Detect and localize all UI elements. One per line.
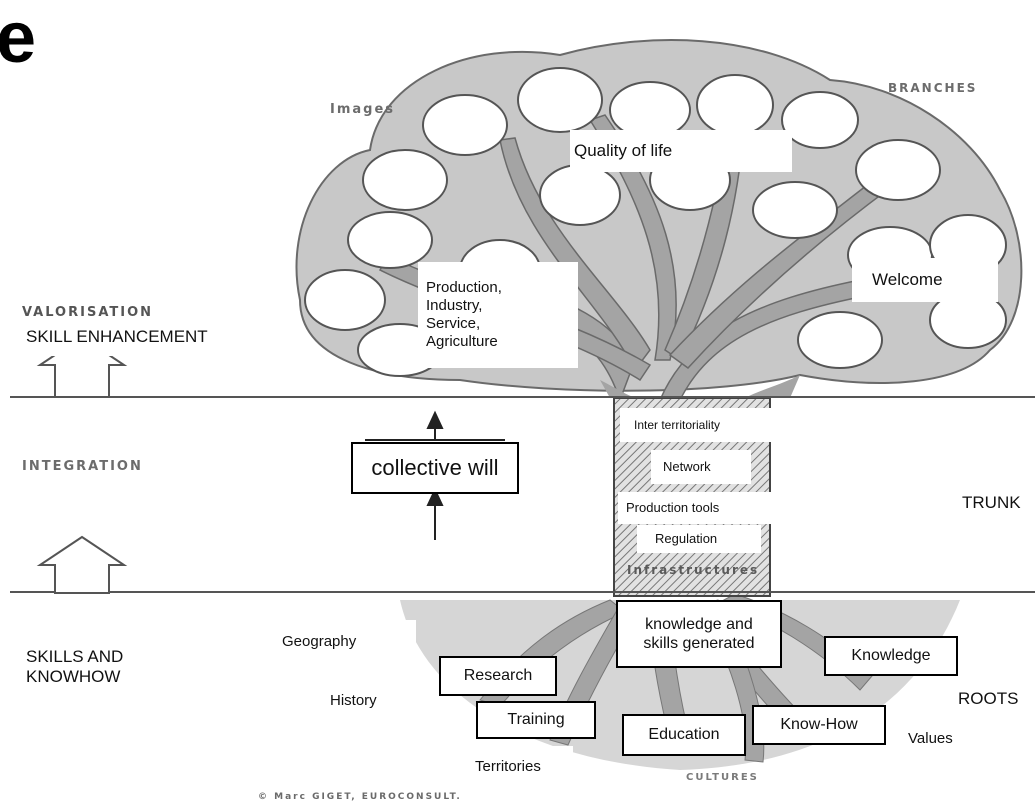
production-tools-label: Production tools (618, 492, 772, 524)
collective-will-arrows (365, 410, 505, 540)
skill-enhancement-label: SKILL ENHANCEMENT (18, 318, 293, 356)
research-label: Research (439, 656, 557, 696)
values-label: Values (890, 720, 976, 758)
education-label: Education (622, 714, 746, 756)
regulation-label: Regulation (637, 525, 761, 553)
branches-scan-label: BRANCHES (888, 81, 977, 95)
geography-label: Geography (262, 620, 416, 664)
production-label: Production, Industry, Service, Agricultu… (418, 262, 578, 368)
up-arrow-icon (36, 535, 128, 594)
welcome-label: Welcome (852, 258, 998, 302)
network-label: Network (651, 450, 751, 484)
history-label: History (314, 680, 424, 722)
infrastructures-scan-label: Infrastructures (627, 563, 759, 577)
quality-of-life-label: Quality of life (570, 130, 792, 172)
knowledge-generated-label: knowledge and skills generated (616, 600, 782, 668)
trunk-label: TRUNK (930, 484, 1035, 522)
header-glyph: e (0, 0, 36, 78)
cultures-scan-label: CULTURES (686, 772, 759, 783)
inter-territoriality-label: Inter territoriality (620, 408, 772, 442)
images-scan-label: Images (330, 102, 395, 117)
skills-knowhow-label: SKILLS AND KNOWHOW (18, 632, 238, 702)
valorisation-scan-label: VALORISATION (22, 305, 153, 320)
integration-scan-label: INTEGRATION (22, 459, 143, 474)
training-label: Training (476, 701, 596, 739)
knowledge-label: Knowledge (824, 636, 958, 676)
know-how-label: Know-How (752, 705, 886, 745)
collective-will-label: collective will (351, 442, 519, 494)
roots-label: ROOTS (934, 682, 1035, 716)
territories-label: Territories (455, 746, 573, 788)
level-lines (10, 396, 1035, 593)
credit-scan-label: © Marc GIGET, EUROCONSULT. (258, 792, 462, 802)
